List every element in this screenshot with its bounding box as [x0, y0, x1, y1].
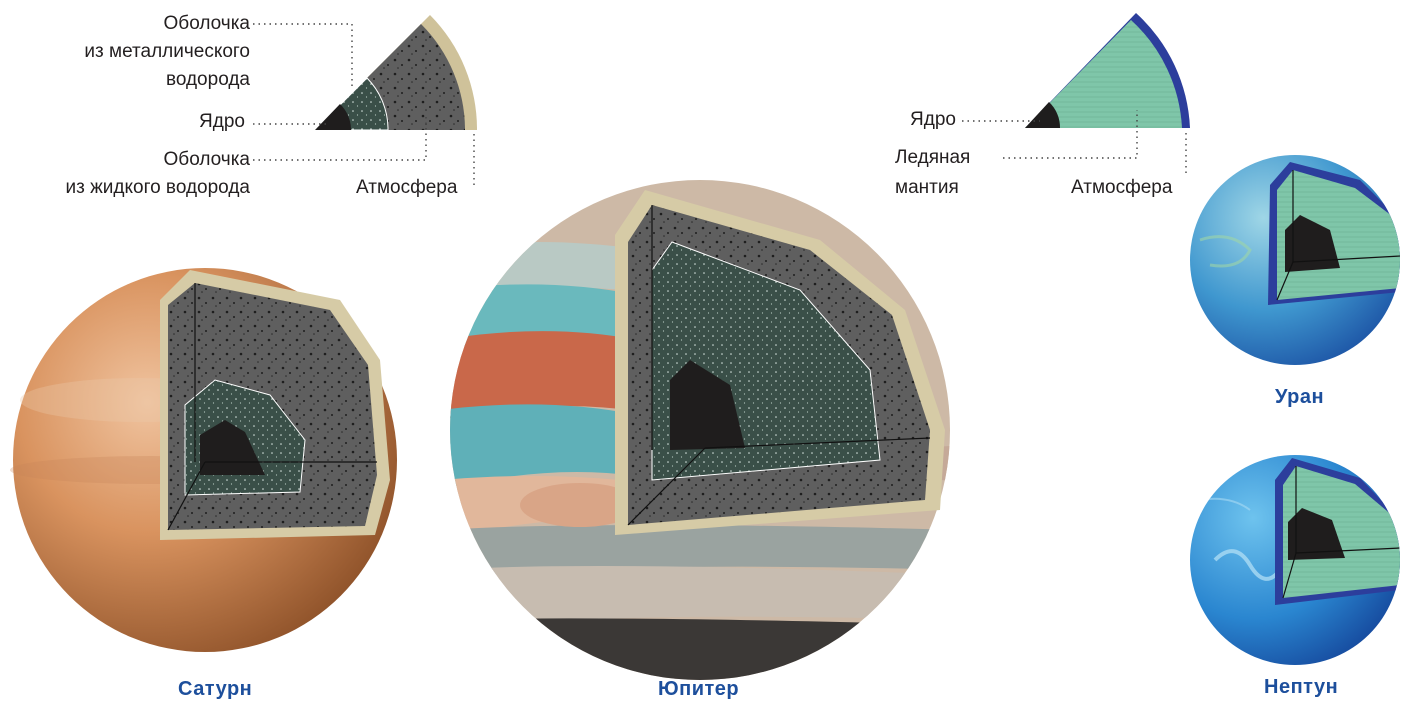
- label-metallic-shell-3: водорода: [166, 68, 250, 92]
- label-atmosphere-gas: Атмосфера: [356, 176, 457, 200]
- label-liquid-shell-2: из жидкого водорода: [65, 176, 250, 200]
- label-atmosphere-ice: Атмосфера: [1071, 176, 1172, 200]
- label-core-gas: Ядро: [199, 110, 245, 134]
- caption-jupiter: Юпитер: [658, 678, 739, 701]
- label-ice-mantle-2: мантия: [895, 176, 959, 200]
- label-liquid-shell-1: Оболочка: [164, 148, 250, 172]
- ice-giant-legend-wedge: [1025, 13, 1190, 128]
- label-core-ice: Ядро: [910, 108, 956, 132]
- jupiter-cutaway: [440, 170, 960, 690]
- label-metallic-shell-1: Оболочка: [164, 12, 250, 36]
- caption-neptune: Нептун: [1264, 676, 1338, 699]
- gas-giant-legend-wedge: [315, 15, 477, 130]
- caption-saturn: Сатурн: [178, 678, 252, 701]
- caption-uranus: Уран: [1275, 386, 1324, 409]
- label-ice-mantle-1: Ледяная: [895, 146, 970, 170]
- neptune-cutaway: [1190, 455, 1400, 665]
- saturn-cutaway: [10, 268, 397, 652]
- label-metallic-shell-2: из металлического: [84, 40, 250, 64]
- uranus-cutaway: [1190, 155, 1400, 365]
